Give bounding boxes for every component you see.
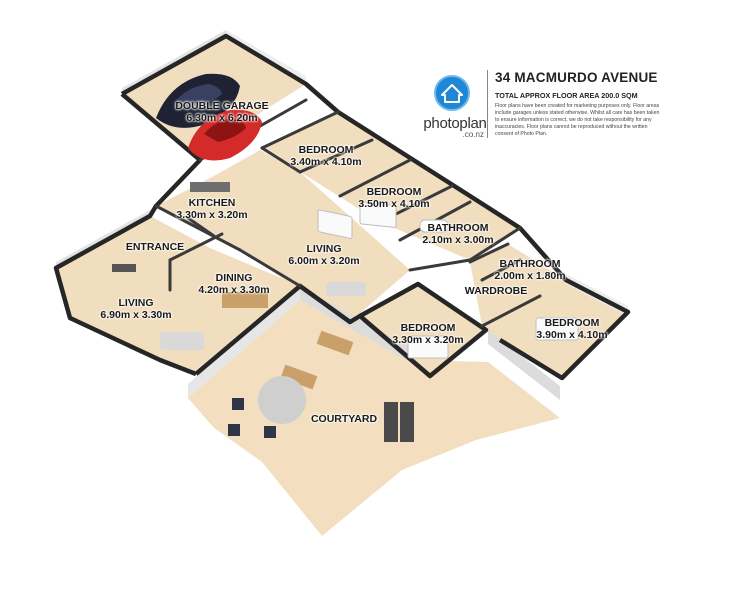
room-name: DINING xyxy=(215,272,253,284)
room-name: COURTYARD xyxy=(310,413,378,425)
floor-area: TOTAL APPROX FLOOR AREA 200.0 SQM xyxy=(495,91,638,100)
room-name: BEDROOM xyxy=(298,144,354,156)
room-dims: 3.30m x 3.20m xyxy=(176,209,248,221)
label-bathroom-1: BATHROOM 2.10m x 3.00m xyxy=(422,222,493,246)
room-dims: 6.90m x 3.30m xyxy=(100,309,172,321)
exterior-wall-left xyxy=(53,92,203,377)
label-kitchen: KITCHEN 3.30m x 3.20m xyxy=(176,197,247,221)
bed-4-icon xyxy=(535,317,579,341)
room-name: BEDROOM xyxy=(544,317,600,329)
room-dims: 3.40m x 4.10m xyxy=(290,156,362,168)
room-name: BEDROOM xyxy=(366,186,422,198)
courtyard-facade-right xyxy=(488,330,560,400)
room-name: KITCHEN xyxy=(188,197,236,209)
photoplan-logo: photoplan .co.nz xyxy=(420,72,490,139)
bath-tub-icon xyxy=(419,219,449,233)
label-double-garage: DOUBLE GARAGE 6.30m x 6.20m xyxy=(175,100,268,124)
room-name: BATHROOM xyxy=(499,258,561,270)
room-name: DOUBLE GARAGE xyxy=(175,100,269,112)
room-dims: 2.00m x 1.80m xyxy=(494,270,566,282)
brand-name: photoplan xyxy=(423,115,487,132)
courtyard-furniture xyxy=(228,330,414,442)
property-info: 34 MACMURDO AVENUE TOTAL APPROX FLOOR AR… xyxy=(487,70,665,138)
disclaimer-text: Floor plans have been created for market… xyxy=(495,103,660,137)
label-bedroom-3: BEDROOM 3.30m x 3.20m xyxy=(392,322,463,346)
tv-unit-icon xyxy=(112,264,136,272)
sunlounger-icon xyxy=(400,402,414,442)
label-dining: DINING 4.20m x 3.30m xyxy=(198,272,269,296)
sunlounger-icon xyxy=(384,402,398,442)
patio-chair-icon xyxy=(228,424,240,436)
room-dims: 6.30m x 6.20m xyxy=(186,112,258,124)
bench-icon xyxy=(280,364,318,390)
property-address: 34 MACMURDO AVENUE xyxy=(495,70,658,85)
bed-2-icon xyxy=(359,201,397,228)
label-bedroom-1: BEDROOM 3.40m x 4.10m xyxy=(290,144,361,168)
bed-1-icon xyxy=(317,209,353,239)
bench-icon xyxy=(316,330,354,356)
room-name: LIVING xyxy=(118,297,154,309)
house-in-circle-icon xyxy=(434,75,470,111)
left-wing-floor xyxy=(56,216,300,374)
label-courtyard: COURTYARD xyxy=(311,413,377,425)
courtyard-area xyxy=(188,300,560,536)
exterior-wall-top xyxy=(120,33,631,381)
room-dims: 2.10m x 3.00m xyxy=(422,234,494,246)
red-car-icon xyxy=(188,109,262,161)
room-dims: 4.20m x 3.30m xyxy=(198,284,270,296)
room-name: ENTRANCE xyxy=(125,241,185,253)
label-living-center: LIVING 6.00m x 3.20m xyxy=(288,243,359,267)
kitchen-living-floor xyxy=(156,150,410,322)
room-dims: 3.90m x 4.10m xyxy=(536,329,608,341)
label-bathroom-2: BATHROOM 2.00m x 1.80m xyxy=(494,258,565,282)
exterior-wall-courtyard xyxy=(194,281,489,379)
room-name: WARDROBE xyxy=(464,285,528,297)
room-dims: 3.30m x 3.20m xyxy=(392,334,464,346)
room-name: BATHROOM xyxy=(427,222,489,234)
room-name: LIVING xyxy=(306,243,342,255)
label-living-left: LIVING 6.90m x 3.30m xyxy=(100,297,171,321)
label-wardrobe: WARDROBE xyxy=(465,285,527,297)
sofa-living-center-icon xyxy=(326,282,366,296)
room-dims: 6.00m x 3.20m xyxy=(288,255,360,267)
umbrella-icon xyxy=(258,376,306,424)
dining-table-icon xyxy=(222,292,268,308)
bedrooms-wing-floor xyxy=(262,112,520,260)
room-name: BEDROOM xyxy=(400,322,456,334)
label-bedroom-4: BEDROOM 3.90m x 4.10m xyxy=(536,317,607,341)
sofa-living-left-icon xyxy=(160,332,204,350)
courtyard-facade-left xyxy=(188,286,300,398)
label-bedroom-2: BEDROOM 3.50m x 4.10m xyxy=(358,186,429,210)
room-dims: 3.50m x 4.10m xyxy=(358,198,430,210)
brand-domain: .co.nz xyxy=(462,130,484,139)
furniture xyxy=(112,182,579,359)
patio-chair-icon xyxy=(232,398,244,410)
patio-chair-icon xyxy=(264,426,276,438)
kitchen-bench-icon xyxy=(190,182,230,192)
label-entrance: ENTRANCE xyxy=(126,241,184,253)
bed-3-icon xyxy=(407,335,449,359)
